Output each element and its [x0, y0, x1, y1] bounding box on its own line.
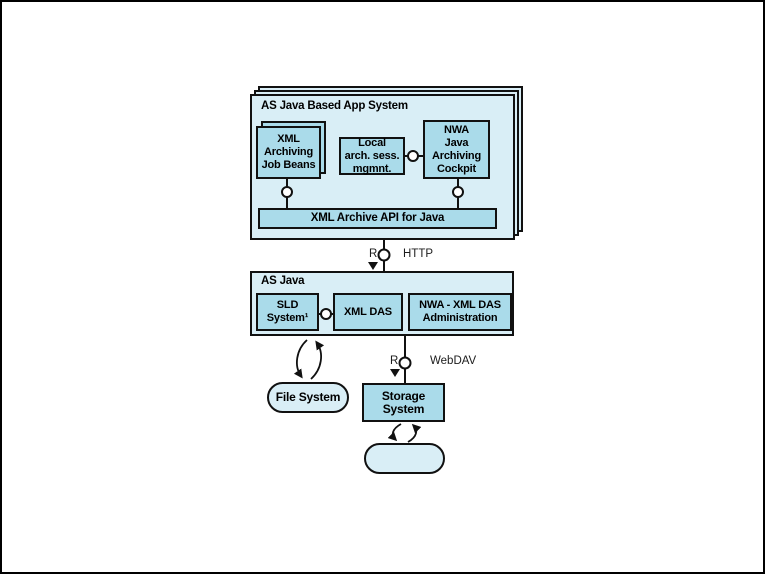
- nwa-cockpit-node: NWA Java Archiving Cockpit: [423, 120, 490, 179]
- http-lollipop-icon: [377, 248, 391, 262]
- as-java-title: AS Java: [261, 275, 305, 287]
- job-beans-node: XML Archiving Job Beans: [256, 126, 321, 179]
- file-system-node: File System: [267, 382, 349, 413]
- webdav-arrow-icon: [390, 369, 400, 377]
- cockpit-lollipop-icon: [452, 186, 464, 198]
- local-nwa-lollipop-icon: [407, 150, 419, 162]
- xml-archive-api-bar: XML Archive API for Java: [258, 208, 497, 229]
- storage-system-node: Storage System: [362, 383, 445, 422]
- file-system-cycle-arc-down: [293, 339, 308, 379]
- local-session-mgmt-node: Local arch. sess. mgmnt.: [339, 137, 405, 175]
- storage-device-node: [364, 443, 445, 474]
- storage-cycle-arc-down: [387, 423, 402, 442]
- file-system-cycle-arc-up: [310, 340, 325, 380]
- http-protocol-label: HTTP: [403, 248, 434, 260]
- storage-cycle-arc-up: [407, 423, 422, 443]
- webdav-protocol-label: WebDAV: [430, 355, 477, 367]
- webdav-r-label: R: [390, 355, 399, 367]
- xml-das-node: XML DAS: [333, 293, 403, 331]
- webdav-lollipop-icon: [398, 356, 412, 370]
- http-arrow-icon: [368, 262, 378, 270]
- http-r-label: R: [369, 248, 378, 260]
- job-beans-lollipop-icon: [281, 186, 293, 198]
- app-system-title: AS Java Based App System: [261, 100, 408, 112]
- sld-system-node: SLD System¹: [256, 293, 319, 331]
- sld-das-lollipop-icon: [320, 308, 332, 320]
- nwa-das-admin-node: NWA - XML DAS Administration: [408, 293, 512, 331]
